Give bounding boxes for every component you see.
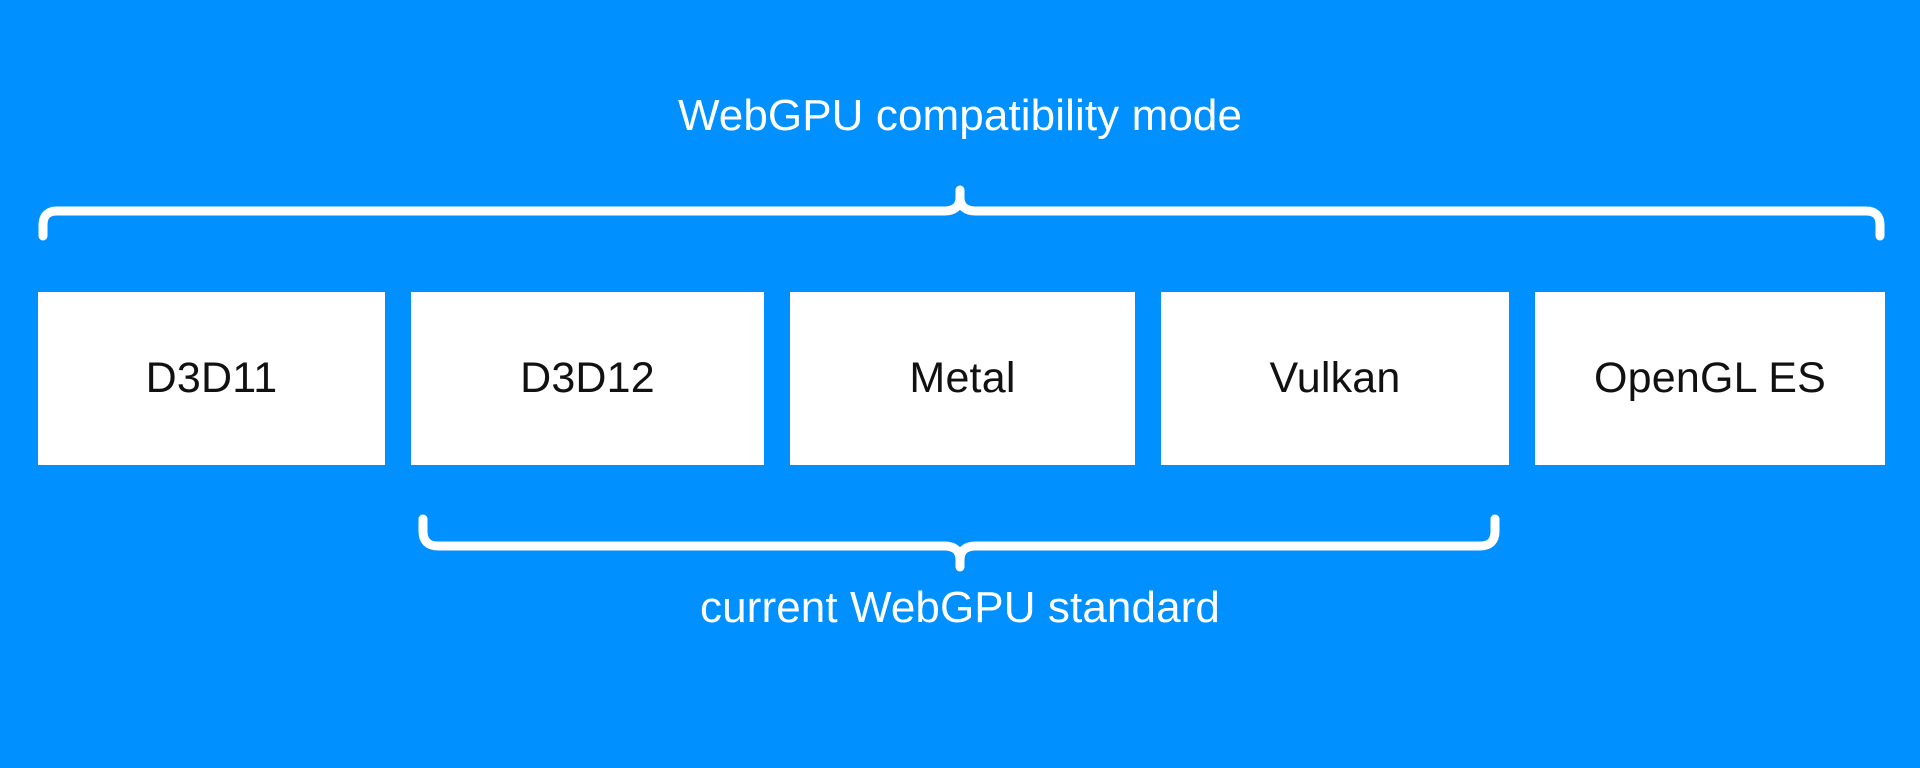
api-box-label: OpenGL ES xyxy=(1593,354,1827,402)
api-box-metal[interactable]: Metal xyxy=(790,292,1135,465)
api-box-label: D3D11 xyxy=(145,354,278,402)
api-box-d3d11[interactable]: D3D11 xyxy=(38,292,385,465)
api-box-row: D3D11 D3D12 Metal Vulkan OpenGL ES xyxy=(38,292,1885,465)
api-box-label: Metal xyxy=(909,354,1016,402)
api-box-label: D3D12 xyxy=(520,354,655,402)
top-brace-label: WebGPU compatibility mode xyxy=(677,91,1243,140)
bottom-brace-label: current WebGPU standard xyxy=(700,583,1220,632)
api-box-label: Vulkan xyxy=(1269,354,1401,402)
api-box-d3d12[interactable]: D3D12 xyxy=(411,292,764,465)
api-box-opengl-es[interactable]: OpenGL ES xyxy=(1535,292,1885,465)
api-box-vulkan[interactable]: Vulkan xyxy=(1161,292,1509,465)
